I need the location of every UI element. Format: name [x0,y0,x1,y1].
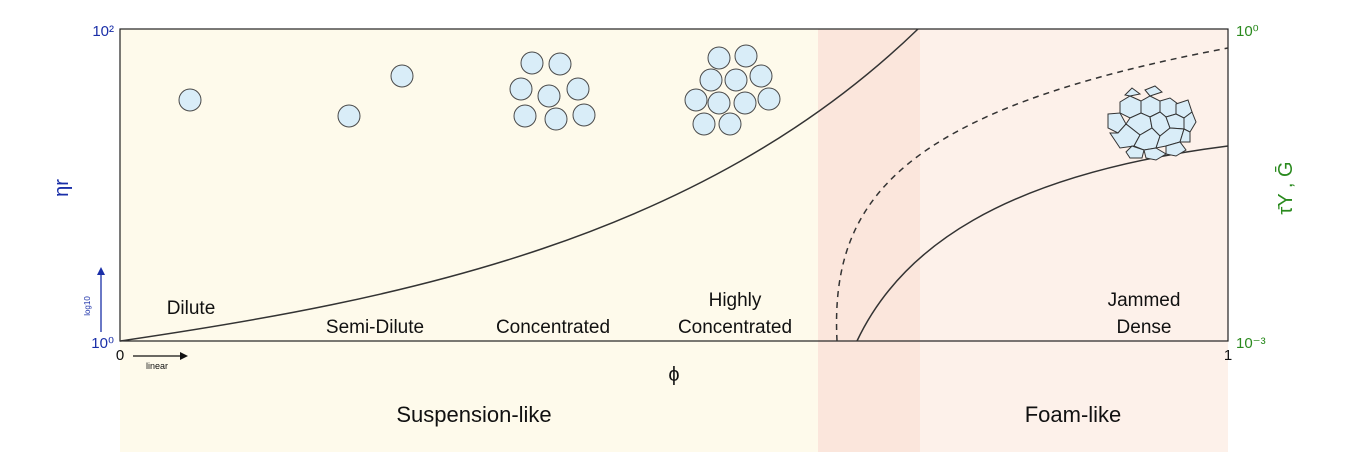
x-axis-label: ϕ [668,364,679,386]
zone-label-suspension: Suspension-like [396,402,551,427]
left-axis-arrowhead-icon [97,267,105,275]
foam-zone-bg [920,29,1228,452]
left-axis-top-tick: 10² [92,23,114,40]
concentrated-particles-icon [509,51,596,131]
highly-concentrated-particles-icon [684,44,781,136]
modulus-curve [856,145,1229,342]
x-axis-arrowhead-icon [180,352,188,360]
regime-label-jammed-line1: Jammed [1108,290,1181,311]
x-axis-scale-note: linear [146,361,168,371]
right-axis-top-tick: 10⁰ [1236,23,1259,40]
left-axis-label: ηr [51,179,73,197]
regime-label-semi-dilute: Semi-Dilute [326,317,424,338]
dilute-particles-icon [178,88,202,112]
regime-label-jammed-line2: Dense [1117,317,1172,338]
semi-dilute-particles-icon [337,64,414,128]
left-axis-bottom-tick: 10⁰ [91,335,114,352]
right-axis-bottom-tick: 10⁻³ [1236,335,1266,352]
x-axis-start-tick: 0 [116,347,124,364]
regime-label-highly-concentrated-line1: Highly [709,290,762,311]
x-axis-end-tick: 1 [1224,347,1232,364]
right-axis-label: τ̄Y , Ḡ [1274,161,1297,214]
plot-frame [119,28,1229,342]
yield-stress-curve [835,47,1229,342]
transition-zone-bg [818,29,920,452]
left-axis-scale-note: log10 [83,296,92,316]
jammed-foam-polygons-icon [1107,85,1197,161]
regime-label-dilute: Dilute [167,298,216,319]
regime-label-highly-concentrated-line2: Concentrated [678,317,792,338]
suspension-zone-bg [120,29,818,452]
viscosity-curve [119,28,919,342]
regime-label-concentrated: Concentrated [496,317,610,338]
zone-label-foam: Foam-like [1025,402,1122,427]
